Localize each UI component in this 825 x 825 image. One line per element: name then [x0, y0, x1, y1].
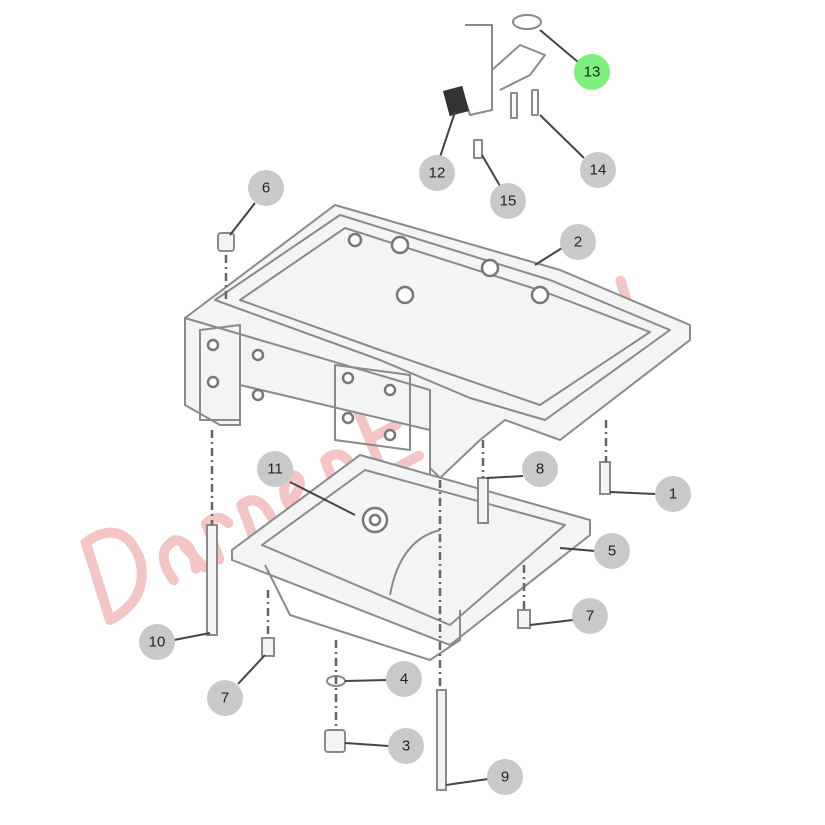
svg-text:15: 15	[500, 193, 517, 210]
svg-text:14: 14	[590, 162, 607, 179]
callout-8: 8	[522, 451, 558, 487]
callout-3: 3	[388, 728, 424, 764]
callout-7: 7	[572, 598, 608, 634]
svg-text:9: 9	[501, 769, 509, 786]
leader-lines	[173, 29, 657, 786]
callout-12: 12	[419, 155, 455, 191]
svg-text:1: 1	[669, 486, 677, 503]
callout-13: 13	[574, 54, 610, 90]
oil-strainer-pipe	[442, 14, 546, 159]
svg-text:6: 6	[262, 180, 270, 197]
svg-text:7: 7	[586, 608, 594, 625]
svg-text:7: 7	[221, 690, 229, 707]
lower-oil-pan	[231, 453, 591, 661]
callout-9: 9	[487, 759, 523, 795]
svg-text:12: 12	[429, 165, 446, 182]
svg-text:8: 8	[536, 461, 544, 478]
upper-oil-pan	[184, 203, 691, 480]
callout-15: 15	[490, 183, 526, 219]
callout-7: 7	[207, 680, 243, 716]
svg-text:5: 5	[608, 543, 616, 560]
callout-6: 6	[248, 170, 284, 206]
callout-1: 1	[655, 476, 691, 512]
callout-10: 10	[139, 624, 175, 660]
fasteners	[206, 232, 611, 791]
svg-text:13: 13	[584, 64, 601, 81]
svg-text:11: 11	[267, 461, 283, 478]
svg-text:4: 4	[400, 671, 408, 688]
callout-5: 5	[594, 533, 630, 569]
callout-14: 14	[580, 152, 616, 188]
svg-text:3: 3	[402, 738, 410, 755]
svg-text:2: 2	[574, 234, 582, 251]
callout-11: 11	[257, 451, 293, 487]
callout-4: 4	[386, 661, 422, 697]
svg-text:10: 10	[149, 634, 166, 651]
callout-2: 2	[560, 224, 596, 260]
alignment-lines	[210, 255, 608, 730]
